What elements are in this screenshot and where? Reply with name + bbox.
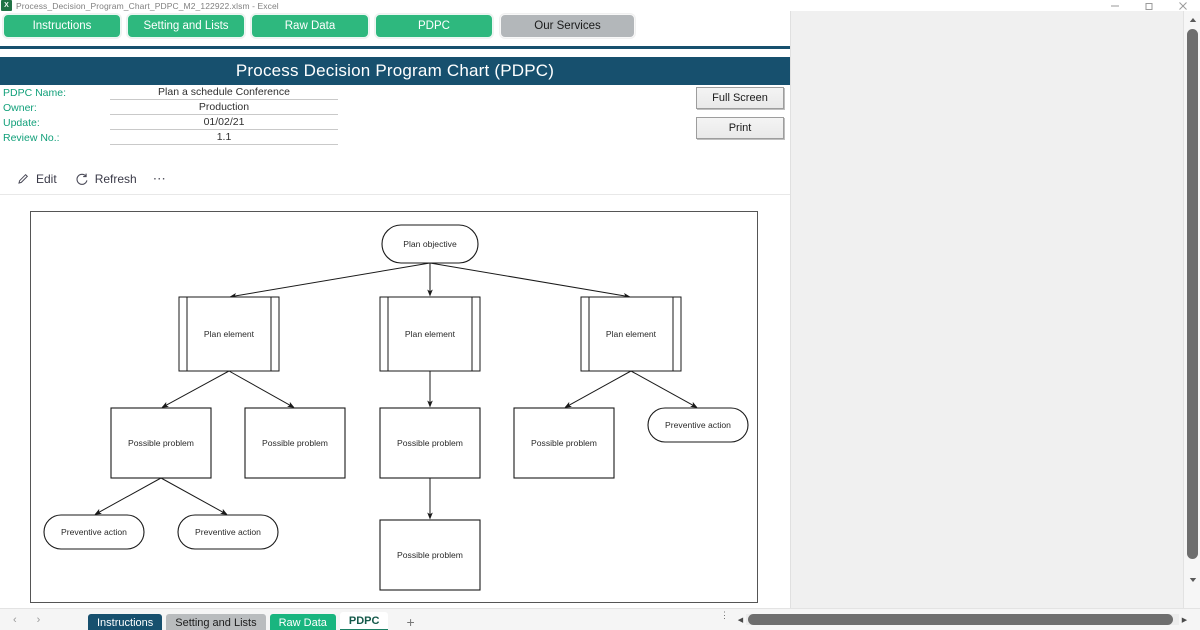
refresh-button[interactable]: Refresh bbox=[75, 172, 137, 186]
edit-label: Edit bbox=[36, 171, 57, 186]
diagram-node-label: Plan element bbox=[606, 329, 657, 339]
diagram-node-label: Possible problem bbox=[531, 438, 597, 448]
sheet-content: Instructions Setting and Lists Raw Data … bbox=[0, 11, 790, 608]
next-sheet-icon[interactable]: › bbox=[36, 614, 41, 626]
diagram-node-rect[interactable]: Possible problem bbox=[379, 519, 481, 591]
sheet-tab-bar: ‹ › Instructions Setting and Lists Raw D… bbox=[0, 608, 1200, 630]
diagram-node-stadium[interactable]: Plan objective bbox=[381, 224, 479, 264]
meta-label-review-no: Review No.: bbox=[3, 132, 60, 144]
vertical-scrollbar-thumb[interactable] bbox=[1187, 29, 1198, 559]
pencil-icon bbox=[16, 172, 30, 186]
nav-button-pdpc[interactable]: PDPC bbox=[375, 14, 493, 38]
meta-row: Owner: Production bbox=[0, 100, 338, 115]
refresh-icon bbox=[75, 172, 89, 186]
sheet-nav-buttons: Instructions Setting and Lists Raw Data … bbox=[0, 14, 790, 42]
meta-label-pdpc-name: PDPC Name: bbox=[3, 87, 67, 99]
diagram-node-rect[interactable]: Possible problem bbox=[244, 407, 346, 479]
diagram-edge bbox=[229, 262, 431, 299]
diagram-edge bbox=[228, 370, 295, 408]
sheet-tab-instructions[interactable]: Instructions bbox=[88, 614, 163, 630]
pdpc-meta-table: PDPC Name: Plan a schedule Conference Ow… bbox=[0, 85, 790, 151]
restore-icon[interactable] bbox=[1132, 0, 1166, 11]
diagram-node-label: Plan element bbox=[405, 329, 456, 339]
command-strip: Edit Refresh ⋯ bbox=[0, 163, 790, 195]
meta-row: Update: 01/02/21 bbox=[0, 115, 338, 130]
diagram-node-rect[interactable]: Possible problem bbox=[513, 407, 615, 479]
window-title: Process_Decision_Program_Chart_PDPC_M2_1… bbox=[16, 0, 279, 11]
sheet-tab-setting-and-lists[interactable]: Setting and Lists bbox=[166, 614, 266, 630]
more-options-icon[interactable]: ⋯ bbox=[152, 170, 167, 186]
print-button[interactable]: Print bbox=[696, 117, 784, 139]
sheet-nav-arrows: ‹ › bbox=[8, 609, 45, 630]
empty-workbook-area bbox=[790, 11, 1183, 608]
diagram-edge bbox=[429, 262, 631, 299]
sheet-tab-raw-data[interactable]: Raw Data bbox=[269, 614, 336, 630]
horizontal-scrollbar-track[interactable] bbox=[746, 614, 1179, 625]
edit-button[interactable]: Edit bbox=[16, 172, 57, 186]
full-screen-button[interactable]: Full Screen bbox=[696, 87, 784, 109]
title-bar: X Process_Decision_Program_Chart_PDPC_M2… bbox=[0, 0, 1200, 11]
diagram-node-stadium[interactable]: Preventive action bbox=[177, 514, 279, 550]
diagram-node-predefined[interactable]: Plan element bbox=[379, 296, 481, 372]
close-icon[interactable] bbox=[1166, 0, 1200, 11]
horizontal-scrollbar[interactable]: ◀ ▶ bbox=[735, 613, 1190, 626]
sheet-tab-pdpc[interactable]: PDPC bbox=[339, 612, 389, 630]
diagram-node-predefined[interactable]: Plan element bbox=[178, 296, 280, 372]
diagram-node-label: Plan element bbox=[204, 329, 255, 339]
diagram-node-rect[interactable]: Possible problem bbox=[110, 407, 212, 479]
diagram-node-stadium[interactable]: Preventive action bbox=[647, 407, 749, 443]
excel-logo-icon: X bbox=[1, 0, 12, 11]
horizontal-scrollbar-thumb[interactable] bbox=[748, 614, 1173, 625]
scroll-down-icon[interactable] bbox=[1184, 571, 1200, 588]
diagram-node-label: Preventive action bbox=[61, 527, 127, 537]
diagram-node-predefined[interactable]: Plan element bbox=[580, 296, 682, 372]
scroll-up-icon[interactable] bbox=[1184, 11, 1200, 28]
meta-value-pdpc-name[interactable]: Plan a schedule Conference bbox=[110, 86, 338, 100]
diagram-node-label: Possible problem bbox=[262, 438, 328, 448]
meta-value-update[interactable]: 01/02/21 bbox=[110, 116, 338, 130]
nav-button-instructions[interactable]: Instructions bbox=[3, 14, 121, 38]
meta-row: Review No.: 1.1 bbox=[0, 130, 338, 145]
header-accent-bar bbox=[0, 46, 790, 49]
diagram-edge bbox=[630, 370, 698, 408]
diagram-edge bbox=[564, 370, 632, 408]
meta-row: PDPC Name: Plan a schedule Conference bbox=[0, 85, 338, 100]
page-title-band: Process Decision Program Chart (PDPC) bbox=[0, 57, 790, 85]
diagram-node-stadium[interactable]: Preventive action bbox=[43, 514, 145, 550]
meta-label-update: Update: bbox=[3, 117, 40, 129]
vertical-scrollbar[interactable] bbox=[1183, 11, 1200, 608]
diagram-node-label: Preventive action bbox=[195, 527, 261, 537]
window-controls bbox=[1098, 0, 1200, 11]
page-title: Process Decision Program Chart (PDPC) bbox=[235, 61, 555, 80]
diagram-node-label: Possible problem bbox=[128, 438, 194, 448]
scroll-right-icon[interactable]: ▶ bbox=[1181, 616, 1188, 624]
nav-button-setting-and-lists[interactable]: Setting and Lists bbox=[127, 14, 245, 38]
diagram-node-label: Preventive action bbox=[665, 420, 731, 430]
diagram-edges bbox=[94, 262, 698, 520]
meta-value-owner[interactable]: Production bbox=[110, 101, 338, 115]
refresh-label: Refresh bbox=[94, 171, 137, 186]
nav-button-our-services[interactable]: Our Services bbox=[500, 14, 635, 38]
diagram-edge bbox=[161, 370, 230, 408]
sheet-overflow-icon[interactable]: ⋮ bbox=[720, 610, 729, 620]
diagram-node-rect[interactable]: Possible problem bbox=[379, 407, 481, 479]
minimize-icon[interactable] bbox=[1098, 0, 1132, 11]
meta-value-review-no[interactable]: 1.1 bbox=[110, 131, 338, 145]
add-sheet-icon[interactable]: + bbox=[406, 614, 415, 630]
diagram-edge bbox=[160, 477, 228, 515]
nav-button-raw-data[interactable]: Raw Data bbox=[251, 14, 369, 38]
scroll-left-icon[interactable]: ◀ bbox=[737, 616, 744, 624]
prev-sheet-icon[interactable]: ‹ bbox=[13, 614, 17, 626]
meta-label-owner: Owner: bbox=[3, 102, 37, 114]
diagram-node-label: Plan objective bbox=[403, 239, 457, 249]
diagram-edge bbox=[94, 477, 162, 515]
diagram-node-label: Possible problem bbox=[397, 438, 463, 448]
diagram-node-label: Possible problem bbox=[397, 550, 463, 560]
sheet-tabs: Instructions Setting and Lists Raw Data … bbox=[88, 609, 415, 630]
